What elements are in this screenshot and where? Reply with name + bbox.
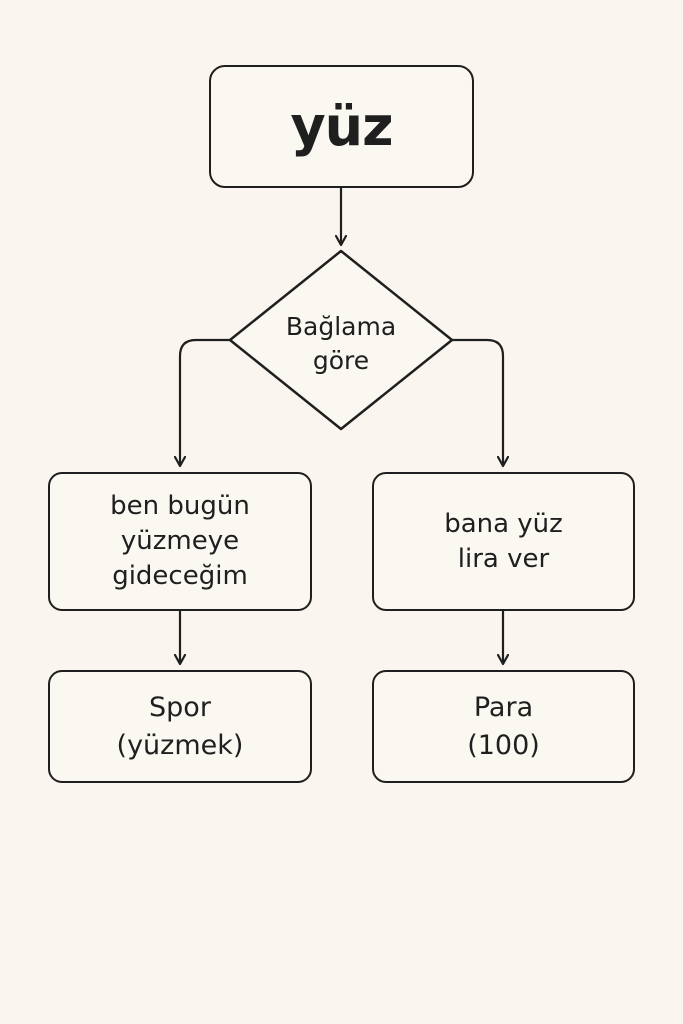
decision-diamond [228,249,454,431]
right-branch-node: bana yüz lira ver [372,472,635,611]
left-branch-node: ben bugün yüzmeye gideceğim [48,472,312,611]
right-result-label: Para (100) [467,691,540,761]
left-result-label: Spor (yüzmek) [116,691,244,761]
right-branch-label: bana yüz lira ver [444,508,563,574]
root-node: yüz [209,65,474,188]
left-result-node: Spor (yüzmek) [48,670,312,783]
left-branch-label: ben bugün yüzmeye gideceğim [110,491,250,591]
root-node-label: yüz [290,95,393,158]
right-result-node: Para (100) [372,670,635,783]
arrow-decision-to-right [452,338,503,466]
arrow-decision-to-left [180,338,230,466]
decision-node-label: Bağlama göre [285,312,397,375]
decision-node: Bağlama göre [241,304,441,384]
